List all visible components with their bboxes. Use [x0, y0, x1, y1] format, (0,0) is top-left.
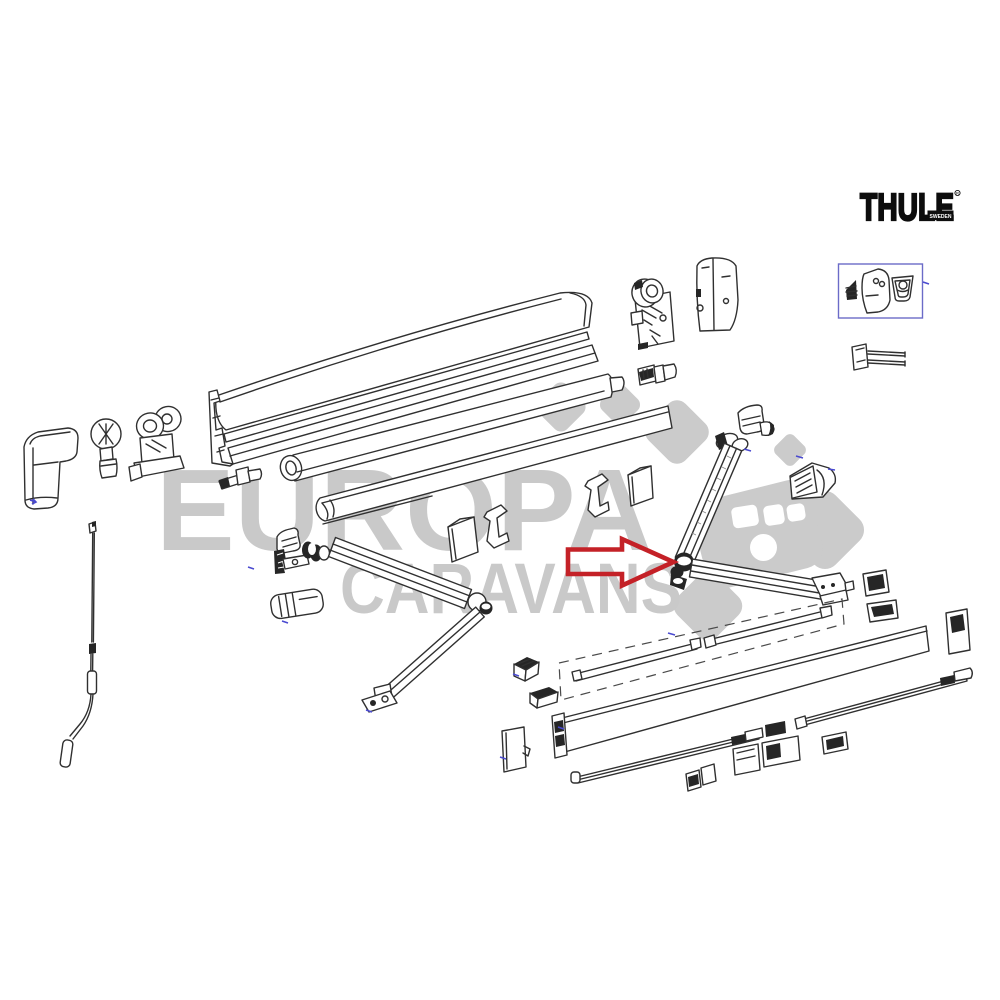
svg-text:SWEDEN: SWEDEN [930, 214, 952, 220]
svg-text:R: R [956, 191, 959, 196]
svg-text:THULE: THULE [860, 187, 954, 229]
